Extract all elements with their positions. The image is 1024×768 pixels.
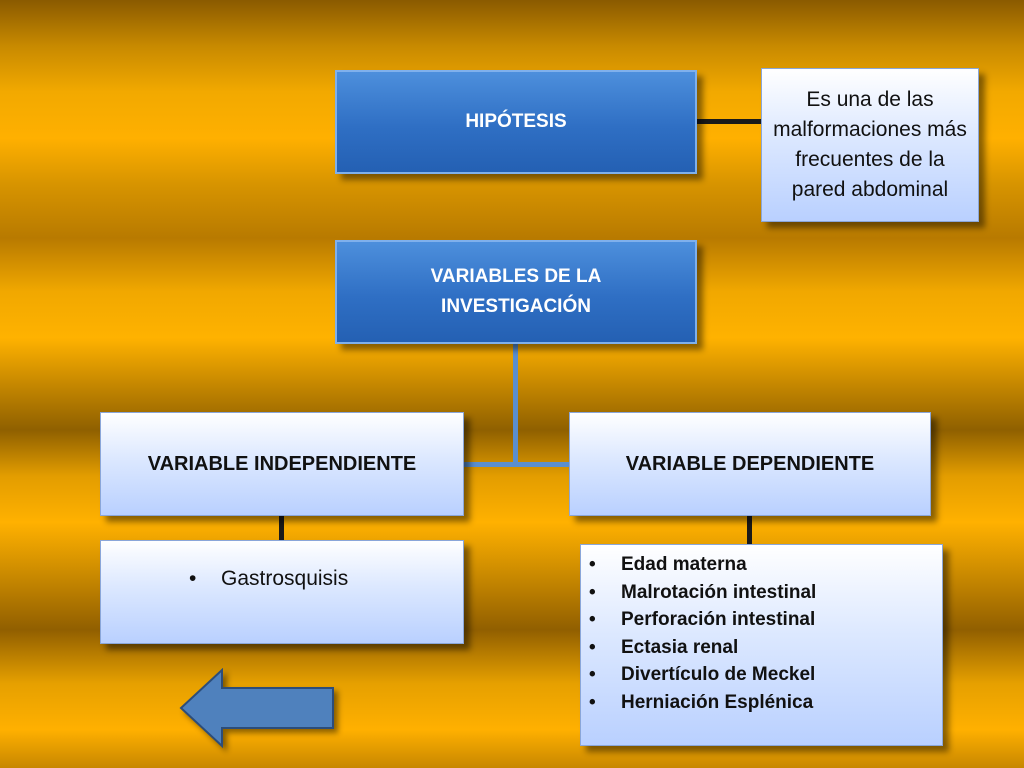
hypothesis-note-box: Es una de las malformaciones más frecuen… (761, 68, 979, 222)
list-item: Edad materna (581, 551, 816, 579)
list-item: Gastrosquisis (181, 565, 348, 593)
connector-variables-trunk (513, 343, 518, 465)
left-arrow-shape (179, 667, 334, 749)
independent-variable-title: VARIABLE INDEPENDIENTE (147, 452, 417, 475)
dependent-items-box: Edad materna Malrotación intestinal Perf… (580, 544, 943, 746)
list-item: Divertículo de Meckel (581, 661, 816, 689)
variables-title: VARIABLES DE LA INVESTIGACIÓN (430, 266, 602, 317)
left-arrow-icon (179, 667, 334, 749)
list-item: Ectasia renal (581, 634, 816, 662)
variables-box: VARIABLES DE LA INVESTIGACIÓN (335, 240, 697, 344)
connector-hypothesis-note (697, 119, 761, 124)
independent-items-box: Gastrosquisis (100, 540, 464, 644)
back-button[interactable] (178, 667, 338, 750)
connector-variables-branch (463, 462, 569, 467)
hypothesis-title: HIPÓTESIS (465, 111, 567, 132)
hypothesis-note: Es una de las malformaciones más frecuen… (773, 88, 967, 201)
dependent-variable-title: VARIABLE DEPENDIENTE (625, 452, 875, 475)
list-item: Malrotación intestinal (581, 579, 816, 607)
connector-independent-list (279, 516, 284, 540)
independent-variable-box: VARIABLE INDEPENDIENTE (100, 412, 464, 516)
list-item: Perforación intestinal (581, 606, 816, 634)
independent-items-list: Gastrosquisis (181, 565, 348, 593)
dependent-items-list: Edad materna Malrotación intestinal Perf… (581, 551, 816, 716)
hypothesis-box: HIPÓTESIS (335, 70, 697, 174)
connector-dependent-list (747, 516, 752, 544)
dependent-variable-box: VARIABLE DEPENDIENTE (569, 412, 931, 516)
list-item: Herniación Esplénica (581, 689, 816, 717)
